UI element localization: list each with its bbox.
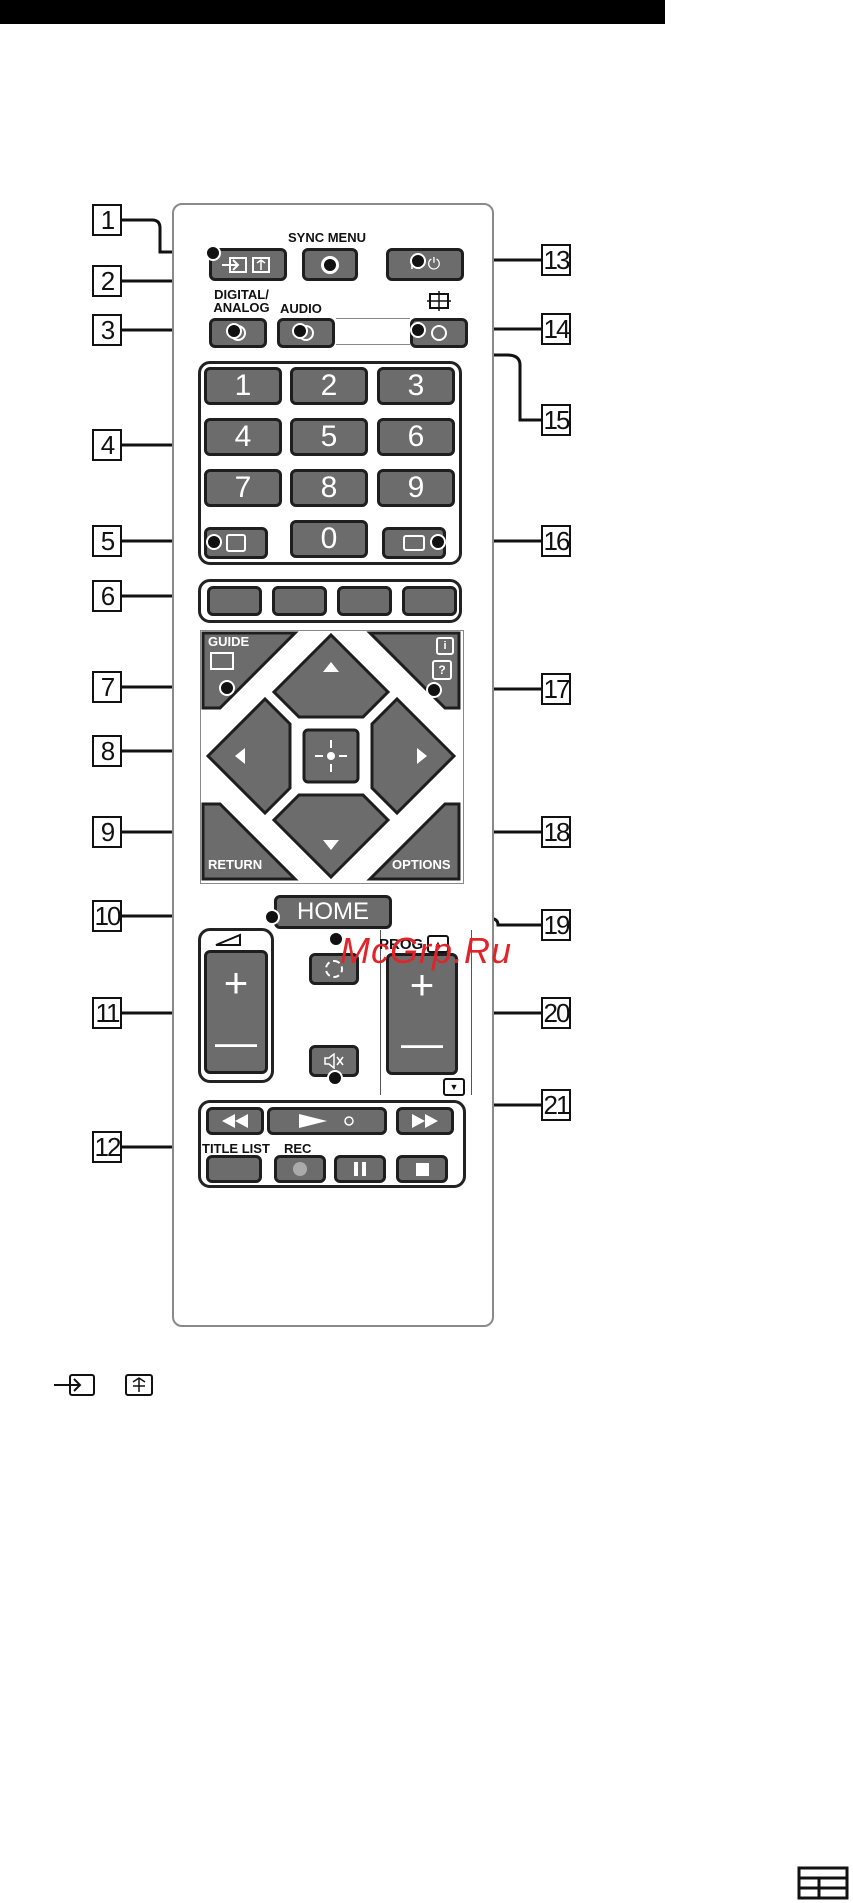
callout-19: 19 [541,909,571,941]
callout-18: 18 [541,816,571,848]
volume-up-label: + [224,959,249,1007]
callout-8: 8 [92,735,122,767]
number-9-button[interactable]: 9 [377,469,455,507]
green-key[interactable] [272,586,327,616]
callout-4: 4 [92,429,122,461]
enter-icon [327,752,335,760]
rec-button[interactable] [274,1155,326,1183]
text-hold-icon [122,1372,158,1398]
callout-16: 16 [541,525,571,557]
prog-down-label: — [401,1019,443,1067]
play-icon [297,1113,357,1129]
rewind-icon [220,1114,250,1128]
callout-dot [264,909,280,925]
callout-20: 20 [541,997,571,1029]
rec-label: REC [284,1142,311,1155]
callout-dot [327,1070,343,1086]
callout-dot [292,323,308,339]
help-icon: ? [432,660,452,680]
stop-icon [416,1163,429,1176]
title-list-button[interactable] [206,1155,262,1183]
sync-menu-label: SYNC MENU [288,231,366,244]
row-divider [336,318,410,345]
home-button[interactable]: HOME [274,895,392,929]
navigation-pad [200,630,462,882]
number-0-button[interactable]: 0 [290,520,368,558]
callout-7: 7 [92,671,122,703]
number-5-button[interactable]: 5 [290,418,368,456]
fast-forward-icon [410,1114,440,1128]
volume-icon [214,933,242,947]
audio-label: AUDIO [280,302,322,315]
stop-button[interactable] [396,1155,448,1183]
number-3-button[interactable]: 3 [377,367,455,405]
input-icon [220,255,276,275]
table-of-contents-icon [797,1866,849,1900]
guide-icon [210,652,234,670]
wide-mode-icon [426,291,452,311]
callout-12: 12 [92,1131,122,1163]
callout-dot [430,534,446,550]
play-button[interactable] [267,1107,387,1135]
callout-6: 6 [92,580,122,612]
right-button [372,699,454,813]
rewind-button[interactable] [206,1107,264,1135]
mute-icon [323,1053,345,1069]
digital-analog-label: DIGITAL/ ANALOG [204,288,279,314]
up-button [274,635,388,717]
callout-21: 21 [541,1089,571,1121]
callout-3: 3 [92,314,122,346]
remote-control-body: SYNC MENU I / ⏻ DIGITAL/ ANALOG AUDIO 1 … [172,203,494,1327]
number-1-button[interactable]: 1 [204,367,282,405]
callout-17: 17 [541,673,571,705]
callout-5: 5 [92,525,122,557]
callout-dot [219,680,235,696]
number-8-button[interactable]: 8 [290,469,368,507]
number-7-button[interactable]: 7 [204,469,282,507]
teletext-icon [226,534,246,552]
callout-dot [410,253,426,269]
rec-icon [293,1162,307,1176]
callout-1: 1 [92,204,122,236]
callout-14: 14 [541,313,571,345]
input-icon [52,1372,102,1398]
subtitle-icon [403,535,425,551]
watermark-text: McGrp.Ru [340,930,512,972]
number-6-button[interactable]: 6 [377,418,455,456]
fast-forward-button[interactable] [396,1107,454,1135]
callout-dot [410,322,426,338]
page-down-icon: ▼ [443,1078,465,1096]
callout-dot [206,534,222,550]
volume-rocker[interactable]: + — [204,950,268,1074]
callout-13: 13 [541,244,571,276]
callout-10: 10 [92,900,122,932]
blue-key[interactable] [402,586,457,616]
callout-9: 9 [92,816,122,848]
volume-down-label: — [215,1018,257,1066]
callout-15: 15 [541,404,571,436]
pause-button[interactable] [334,1155,386,1183]
options-label: OPTIONS [392,858,451,871]
callout-dot [226,323,242,339]
number-4-button[interactable]: 4 [204,418,282,456]
callout-dot [205,245,221,261]
info-icon: i [436,637,454,655]
title-list-label: TITLE LIST [202,1142,270,1155]
red-key[interactable] [207,586,262,616]
callout-2: 2 [92,265,122,297]
yellow-key[interactable] [337,586,392,616]
number-2-button[interactable]: 2 [290,367,368,405]
callout-11: 11 [92,997,122,1029]
pause-icon [353,1162,367,1176]
callout-dot [322,257,338,273]
down-button [274,795,388,877]
left-button [208,699,290,813]
guide-label: GUIDE [208,635,249,648]
callout-dot [426,682,442,698]
return-label: RETURN [208,858,262,871]
